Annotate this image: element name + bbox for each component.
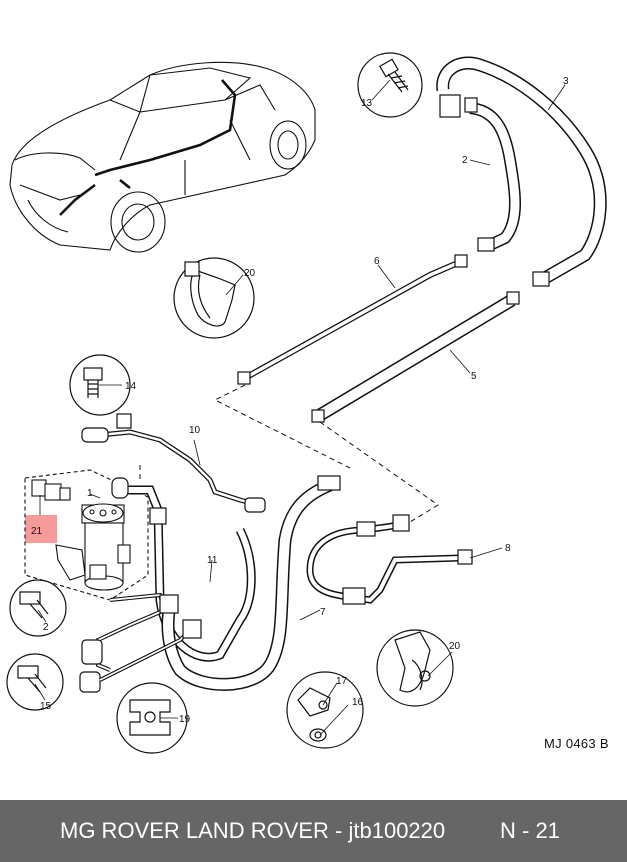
callout-18: 20	[244, 268, 256, 279]
detail-clip-20[interactable]	[376, 629, 454, 707]
callout-21: 21	[31, 526, 43, 537]
exploded-parts-diagram: 3 2 6 5 10 1 11 7 8 13 14 20 2 15 19 17 …	[6, 52, 607, 754]
pipe-11[interactable]	[111, 477, 256, 662]
detail-bolt-13[interactable]	[357, 52, 423, 118]
leader-lines	[34, 79, 566, 736]
pipe-5[interactable]	[311, 291, 520, 423]
pipe-10[interactable]	[81, 413, 266, 513]
detail-clip-18[interactable]	[173, 257, 255, 339]
callout-2: 2	[43, 622, 49, 633]
callout-17: 17	[336, 676, 348, 687]
callout-7: 7	[320, 607, 326, 618]
hose-7[interactable]	[79, 475, 341, 693]
callout-15: 15	[40, 701, 52, 712]
routing-dashes	[139, 384, 439, 526]
detail-clip-17-16[interactable]	[286, 671, 364, 749]
pipe-8[interactable]	[306, 514, 473, 605]
callout-11: 11	[207, 555, 218, 566]
callout-8: 8	[505, 543, 511, 554]
callout-19: 19	[179, 714, 191, 725]
callout-6: 6	[374, 256, 380, 267]
pressure-switch-21[interactable]	[31, 479, 71, 501]
callout-5: 5	[471, 371, 477, 382]
footer-page-number: N - 21	[500, 818, 560, 843]
hose-3[interactable]	[439, 94, 521, 252]
car-ac-lines	[59, 79, 237, 216]
detail-clip-19[interactable]	[116, 682, 188, 754]
callout-1: 1	[87, 488, 93, 499]
callout-14: 14	[125, 381, 137, 392]
callout-16: 16	[352, 697, 364, 708]
footer-title: MG ROVER LAND ROVER - jtb100220	[60, 818, 446, 843]
highlighted-part-21[interactable]	[25, 515, 57, 543]
callout-3: 2	[462, 155, 468, 166]
car-outline	[9, 61, 316, 253]
callout-10: 10	[189, 425, 201, 436]
diagram-reference-code: MJ 0463 B	[544, 736, 609, 751]
callout-4: 3	[563, 76, 569, 87]
detail-bolt-2[interactable]	[9, 579, 67, 637]
pipe-6[interactable]	[237, 254, 468, 385]
detail-bolt-15[interactable]	[6, 653, 64, 711]
callout-13: 13	[361, 98, 373, 109]
callout-20: 20	[449, 641, 461, 652]
hose-4[interactable]	[436, 56, 607, 287]
receiver-drier-assembly[interactable]	[24, 469, 149, 601]
footer-bar: MG ROVER LAND ROVER - jtb100220 N - 21	[0, 800, 627, 862]
callout-labels: 3 2 6 5 10 1 11 7 8 13 14 20 2 15 19 17 …	[31, 76, 569, 725]
